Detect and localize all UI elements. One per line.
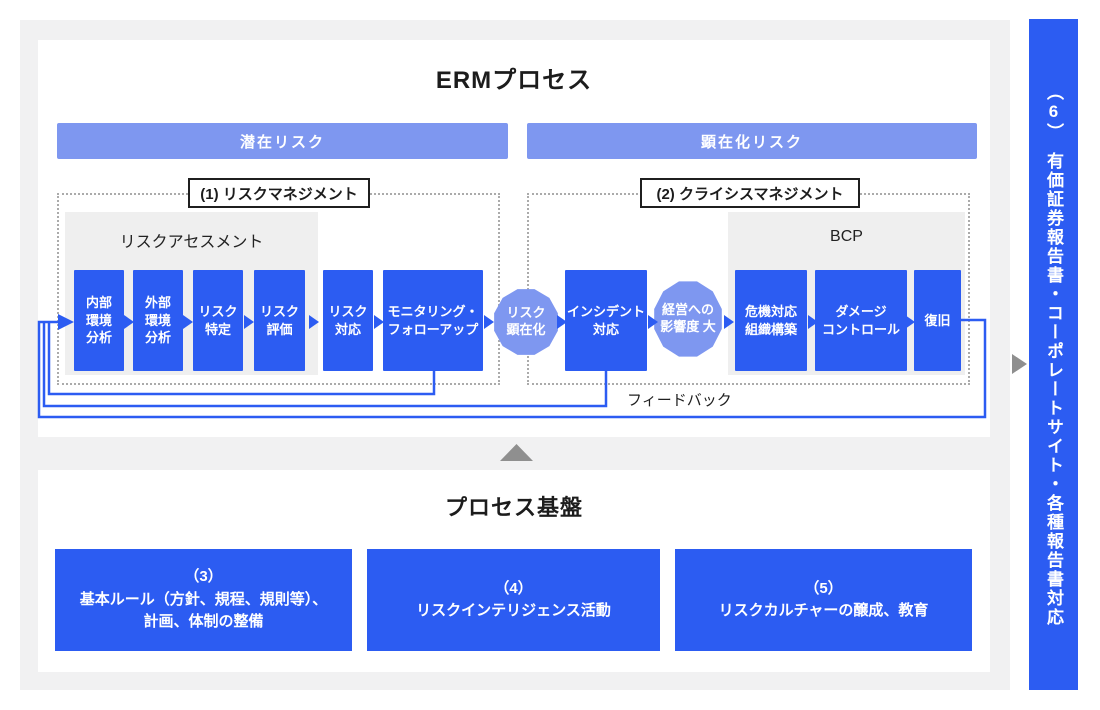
risk-manifestation-badge: リスク 顕在化 <box>494 289 558 355</box>
sidebar-arrow-icon <box>1012 354 1027 374</box>
process-box-risk-evaluation: リスク 評価 <box>254 270 305 371</box>
lane-manifested-risk-header: 顕在化リスク <box>527 123 977 159</box>
risk-management-label: (1) リスクマネジメント <box>188 178 370 208</box>
foundation-box-risk-culture: （5） リスクカルチャーの醸成、教育 <box>675 549 972 651</box>
process-box-internal-env-analysis: 内部 環境 分析 <box>74 270 124 371</box>
foundation-panel-title: プロセス基盤 <box>444 495 583 520</box>
management-impact-badge: 経営への 影響度 大 <box>654 281 722 357</box>
process-box-risk-identification: リスク 特定 <box>193 270 243 371</box>
risk-assessment-group-title: リスクアセスメント <box>119 234 264 251</box>
process-box-monitoring-followup: モニタリング・ フォローアップ <box>383 270 483 371</box>
bcp-group-title: BCP <box>830 228 863 245</box>
process-box-damage-control: ダメージ コントロール <box>815 270 907 371</box>
process-box-recovery: 復旧 <box>914 270 961 371</box>
process-box-external-env-analysis: 外部 環境 分析 <box>133 270 183 371</box>
process-box-crisis-org-building: 危機対応 組織構築 <box>735 270 807 371</box>
erm-panel-title: ERMプロセス <box>435 67 593 94</box>
feedback-label: フィードバック <box>627 392 732 409</box>
lane-latent-risk-header: 潜在リスク <box>57 123 508 159</box>
crisis-management-label: (2) クライシスマネジメント <box>640 178 860 208</box>
reporting-sidebar: （6） 有価証券報告書・コーポレートサイト・各種報告書対応 <box>1029 19 1078 690</box>
reporting-sidebar-label: 有価証券報告書・コーポレートサイト・各種報告書対応 <box>1044 151 1063 627</box>
foundation-box-risk-intelligence: （4） リスクインテリジェンス活動 <box>367 549 660 651</box>
reporting-sidebar-number: （6） <box>1044 82 1063 142</box>
foundation-box-basic-rules: （3） 基本ルール（方針、規程、規則等）、 計画、体制の整備 <box>55 549 352 651</box>
process-box-risk-response: リスク 対応 <box>323 270 373 371</box>
reporting-sidebar-text: （6） 有価証券報告書・コーポレートサイト・各種報告書対応 <box>1044 82 1063 627</box>
process-box-incident-response: インシデント 対応 <box>565 270 647 371</box>
